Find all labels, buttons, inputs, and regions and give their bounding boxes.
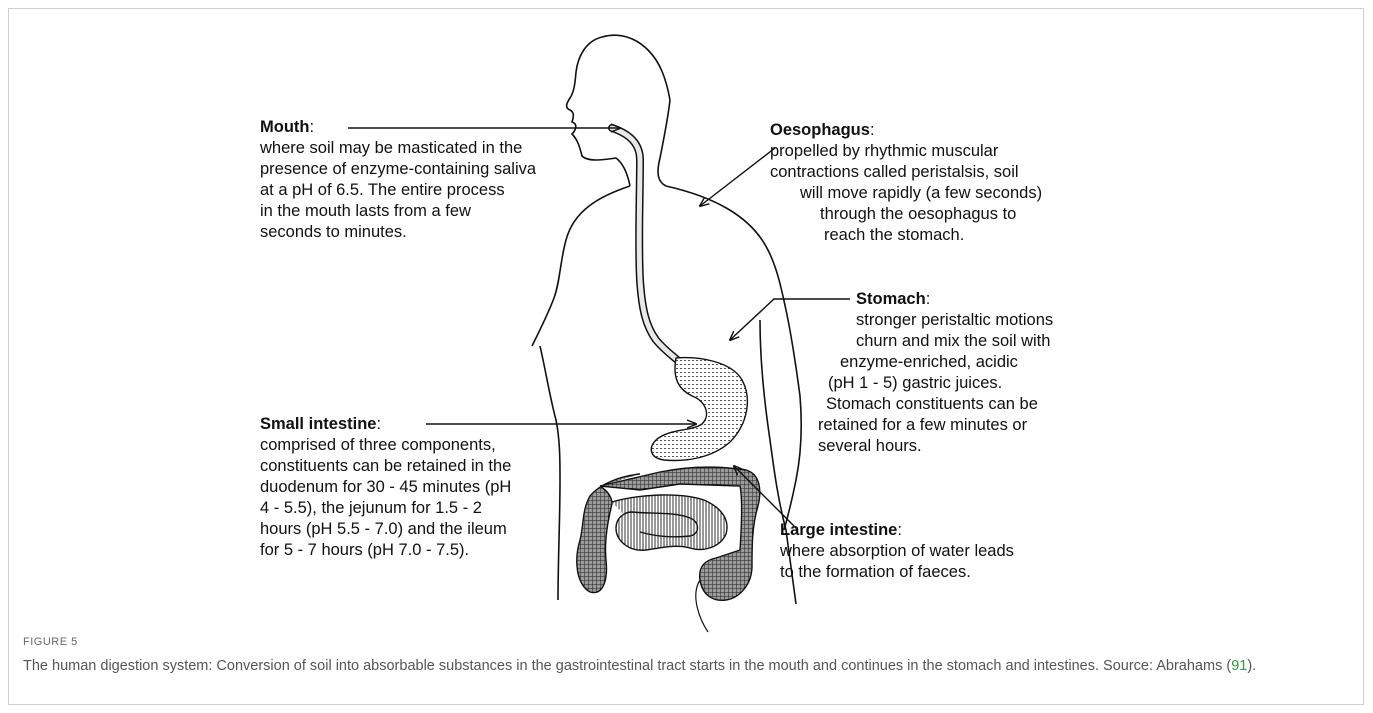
figure-caption: The human digestion system: Conversion o… — [23, 656, 1333, 676]
oesophagus-pointer — [700, 148, 775, 206]
oesophagus-line: will move rapidly (a few seconds) — [770, 183, 1042, 204]
mouth-line: presence of enzyme-containing saliva — [260, 159, 536, 180]
reference-link[interactable]: 91 — [1231, 658, 1247, 674]
stomach-line: retained for a few minutes or — [818, 415, 1053, 436]
oesophagus-line: contractions called peristalsis, soil — [770, 162, 1042, 183]
mouth-line: where soil may be masticated in the — [260, 138, 536, 159]
stomach-line: stronger peristaltic motions — [818, 310, 1053, 331]
oesophagus-title: Oesophagus — [770, 121, 870, 139]
mouth-label: Mouth: where soil may be masticated in t… — [260, 117, 536, 243]
mouth-line: at a pH of 6.5. The entire process — [260, 180, 536, 201]
mouth-line: seconds to minutes. — [260, 222, 536, 243]
stomach-shape — [651, 358, 747, 461]
small-intestine-shape — [612, 495, 727, 550]
mouth-line: in the mouth lasts from a few — [260, 201, 536, 222]
small-intestine-title: Small intestine — [260, 415, 376, 433]
caption-end: ). — [1247, 658, 1256, 674]
small-intestine-label: Small intestine: comprised of three comp… — [260, 414, 511, 561]
small-intestine-line: 4 - 5.5), the jejunum for 1.5 - 2 — [260, 498, 511, 519]
large-intestine-title: Large intestine — [780, 521, 897, 539]
large-intestine-label: Large intestine: where absorption of wat… — [780, 520, 1014, 583]
stomach-line: churn and mix the soil with — [818, 331, 1053, 352]
stomach-line: several hours. — [818, 436, 1053, 457]
mouth-title: Mouth — [260, 118, 309, 136]
stomach-label: Stomach: stronger peristaltic motions ch… — [818, 289, 1053, 457]
oesophagus-line: reach the stomach. — [770, 225, 1042, 246]
small-intestine-line: constituents can be retained in the — [260, 456, 511, 477]
large-intestine-line: to the formation of faeces. — [780, 562, 1014, 583]
small-intestine-line: comprised of three components, — [260, 435, 511, 456]
stomach-line: (pH 1 - 5) gastric juices. — [818, 373, 1053, 394]
small-intestine-line: duodenum for 30 - 45 minutes (pH — [260, 477, 511, 498]
stomach-title: Stomach — [856, 290, 926, 308]
oesophagus-line: through the oesophagus to — [770, 204, 1042, 225]
stomach-line: Stomach constituents can be — [818, 394, 1053, 415]
small-intestine-line: for 5 - 7 hours (pH 7.0 - 7.5). — [260, 540, 511, 561]
small-intestine-line: hours (pH 5.5 - 7.0) and the ileum — [260, 519, 511, 540]
stomach-line: enzyme-enriched, acidic — [818, 352, 1053, 373]
large-intestine-line: where absorption of water leads — [780, 541, 1014, 562]
oesophagus-label: Oesophagus: propelled by rhythmic muscul… — [770, 120, 1042, 246]
caption-text: The human digestion system: Conversion o… — [23, 658, 1231, 674]
oesophagus-line: propelled by rhythmic muscular — [770, 141, 1042, 162]
figure-number: FIGURE 5 — [23, 636, 78, 648]
